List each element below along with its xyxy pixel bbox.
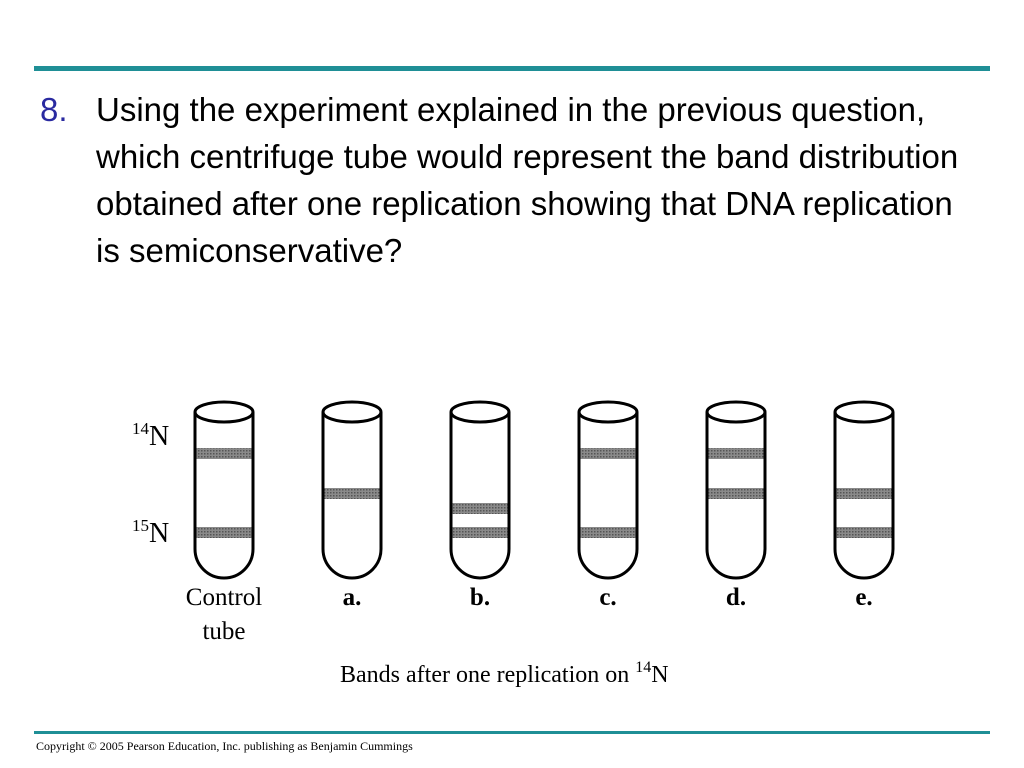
tube-rim (193, 400, 255, 424)
question-block: 8. Using the experiment explained in the… (40, 86, 980, 274)
band-intermediate (708, 488, 764, 499)
tube-rim (705, 400, 767, 424)
tube-body (577, 412, 639, 580)
tube-body (705, 412, 767, 580)
question-number: 8. (40, 91, 68, 128)
band-light (580, 448, 636, 459)
tube-body (321, 412, 383, 580)
tube-e: e. (833, 400, 895, 611)
tube-label: b. (470, 584, 490, 611)
tube-label: tube (202, 618, 245, 645)
tube-rim (321, 400, 383, 424)
heavy-density-sup: 15 (132, 516, 149, 535)
band-heavy (836, 527, 892, 538)
tube-body (833, 412, 895, 580)
tube-d: d. (705, 400, 767, 611)
caption-text: Bands after one replication on (340, 662, 635, 688)
copyright-footer: Copyright © 2005 Pearson Education, Inc.… (36, 739, 413, 753)
tube-b: b. (449, 400, 511, 611)
tube-label: Control (186, 584, 262, 611)
band-heavy (452, 527, 508, 538)
tube-a: a. (321, 400, 383, 611)
tube-body (193, 412, 255, 580)
band-heavy (580, 527, 636, 538)
light-density-label: 14N (132, 419, 169, 452)
heavy-density-label: 15N (132, 516, 169, 549)
band-intermediate-low (452, 503, 508, 514)
band-heavy (196, 527, 252, 538)
tube-control: Control tube (186, 400, 262, 645)
heavy-density-element: N (149, 518, 169, 549)
question-text: Using the experiment explained in the pr… (96, 91, 959, 269)
tube-rim (833, 400, 895, 424)
tube-label: e. (855, 584, 872, 611)
tube-label: c. (599, 584, 616, 611)
caption-element: N (651, 662, 668, 688)
caption-sup: 14 (635, 659, 651, 676)
tube-rim (577, 400, 639, 424)
figure-caption: Bands after one replication on 14N (340, 659, 669, 688)
tube-body (449, 412, 511, 580)
light-density-element: N (149, 421, 169, 452)
tube-label: d. (726, 584, 746, 611)
tubes-layer: Control tube a. b. c. d. e. (186, 400, 895, 645)
tube-c: c. (577, 400, 639, 611)
band-light (196, 448, 252, 459)
top-divider (34, 66, 990, 71)
bottom-divider (34, 731, 990, 734)
light-density-sup: 14 (132, 419, 150, 438)
band-intermediate (324, 488, 380, 499)
tube-rim (449, 400, 511, 424)
band-intermediate (836, 488, 892, 499)
tube-label: a. (343, 584, 362, 611)
band-light (708, 448, 764, 459)
